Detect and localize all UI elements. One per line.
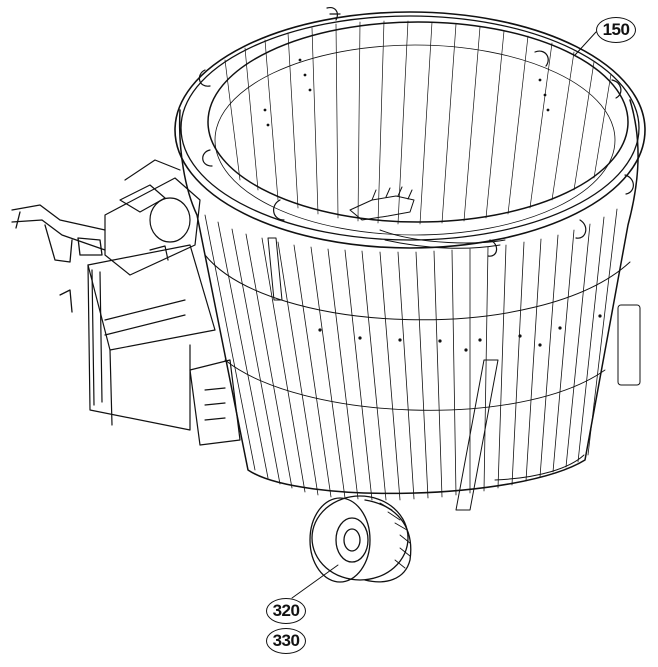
callout-150: 150: [596, 17, 636, 43]
tub-rim-band: [180, 15, 640, 241]
leader-lines: [291, 31, 597, 599]
callout-320: 320: [266, 598, 306, 624]
hitch-drawbar: [11, 204, 106, 313]
tub-lower-seam: [224, 359, 606, 411]
wheel: [309, 495, 412, 583]
tub-inner-staves: [224, 20, 612, 225]
tub-outer-staves: [204, 208, 618, 501]
control-frame: [87, 244, 241, 446]
tub-inner-mid: [214, 44, 616, 236]
tub-rim-outer: [174, 11, 646, 249]
callout-330: 330: [266, 628, 306, 654]
tub-rim-inner: [207, 21, 629, 223]
tub-side-brackets: [267, 237, 641, 511]
drive-unit: [104, 159, 201, 276]
rim-clamps: [198, 7, 634, 257]
bolt-holes: [263, 58, 602, 352]
auger: [349, 186, 506, 249]
tub-shell: [178, 99, 639, 495]
